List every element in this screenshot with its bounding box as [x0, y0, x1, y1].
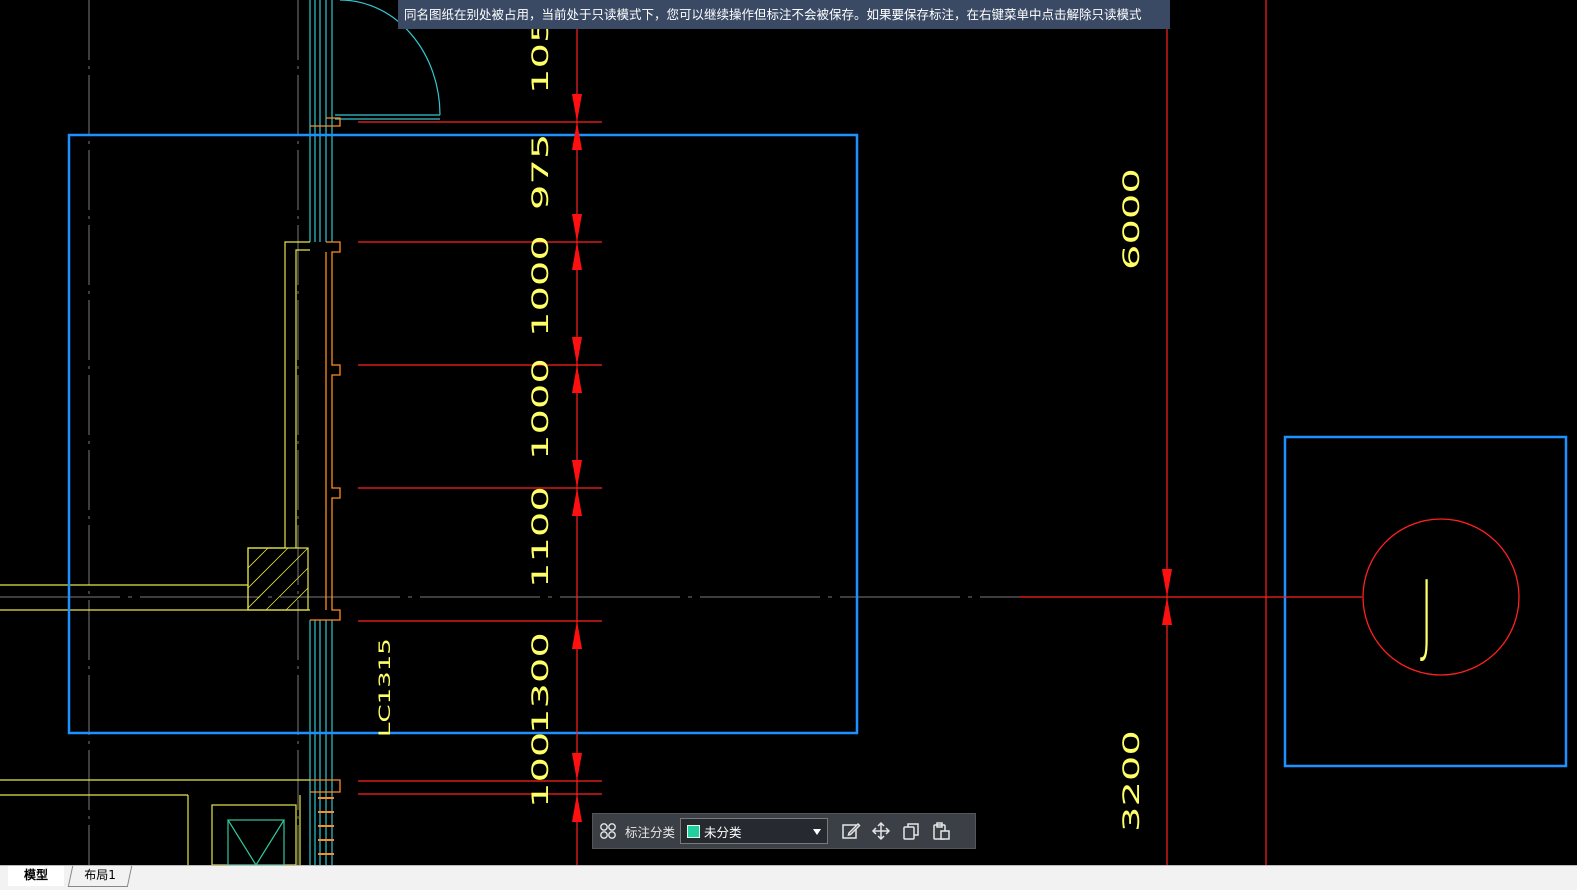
window-segments — [310, 117, 341, 855]
dim-text-1100: 1100 — [528, 486, 554, 588]
cad-canvas[interactable]: 1050 975 1000 1000 1100 1300 100 6000 32… — [0, 0, 1577, 865]
wall-outline — [0, 241, 310, 865]
dim-text-1000-a: 1000 — [528, 235, 554, 337]
category-color-swatch — [687, 824, 701, 838]
chevron-down-icon — [813, 829, 822, 835]
dimension-arrows — [572, 94, 1172, 822]
dim-text-1300: 1300 — [528, 632, 554, 734]
category-select[interactable]: 未分类 — [680, 818, 829, 844]
grid-icon[interactable] — [593, 816, 623, 846]
dim-text-6000: 6000 — [1119, 168, 1145, 270]
dim-text-1000-b: 1000 — [528, 358, 554, 460]
annotation-toolbar: 标注分类 未分类 — [592, 813, 976, 849]
axis-circle — [1362, 518, 1520, 676]
tab-model[interactable]: 模型 — [8, 866, 64, 886]
axis-label: J — [1420, 562, 1433, 667]
category-label: 标注分类 — [625, 824, 676, 840]
window-label: LC1315 — [376, 638, 394, 737]
tab-layout1[interactable]: 布局1 — [67, 866, 133, 887]
dim-text-975: 975 — [528, 134, 554, 210]
paste-icon[interactable] — [926, 816, 956, 846]
dim-text-3200: 3200 — [1119, 730, 1145, 832]
readonly-notice: 同名图纸在别处被占用，当前处于只读模式下，您可以继续操作但标注不会被保存。如果要… — [398, 0, 1170, 29]
door-swing — [335, 0, 441, 120]
dimension-lines — [358, 0, 1362, 865]
hatched-column — [247, 547, 309, 611]
layout-tab-bar: 模型 布局1 — [0, 865, 1577, 890]
fixture — [227, 819, 285, 865]
category-value: 未分类 — [704, 824, 742, 840]
dimension-texts: 1050 975 1000 1000 1100 1300 100 6000 32… — [376, 0, 1433, 832]
selection-box-main — [67, 133, 859, 735]
window-frame — [309, 0, 333, 865]
dim-text-100: 100 — [528, 732, 554, 808]
tab-layout1-label: 布局1 — [84, 868, 117, 882]
edit-icon[interactable] — [836, 816, 866, 846]
move-icon[interactable] — [866, 816, 896, 846]
copy-icon[interactable] — [896, 816, 926, 846]
selection-box-axis — [1283, 435, 1568, 768]
